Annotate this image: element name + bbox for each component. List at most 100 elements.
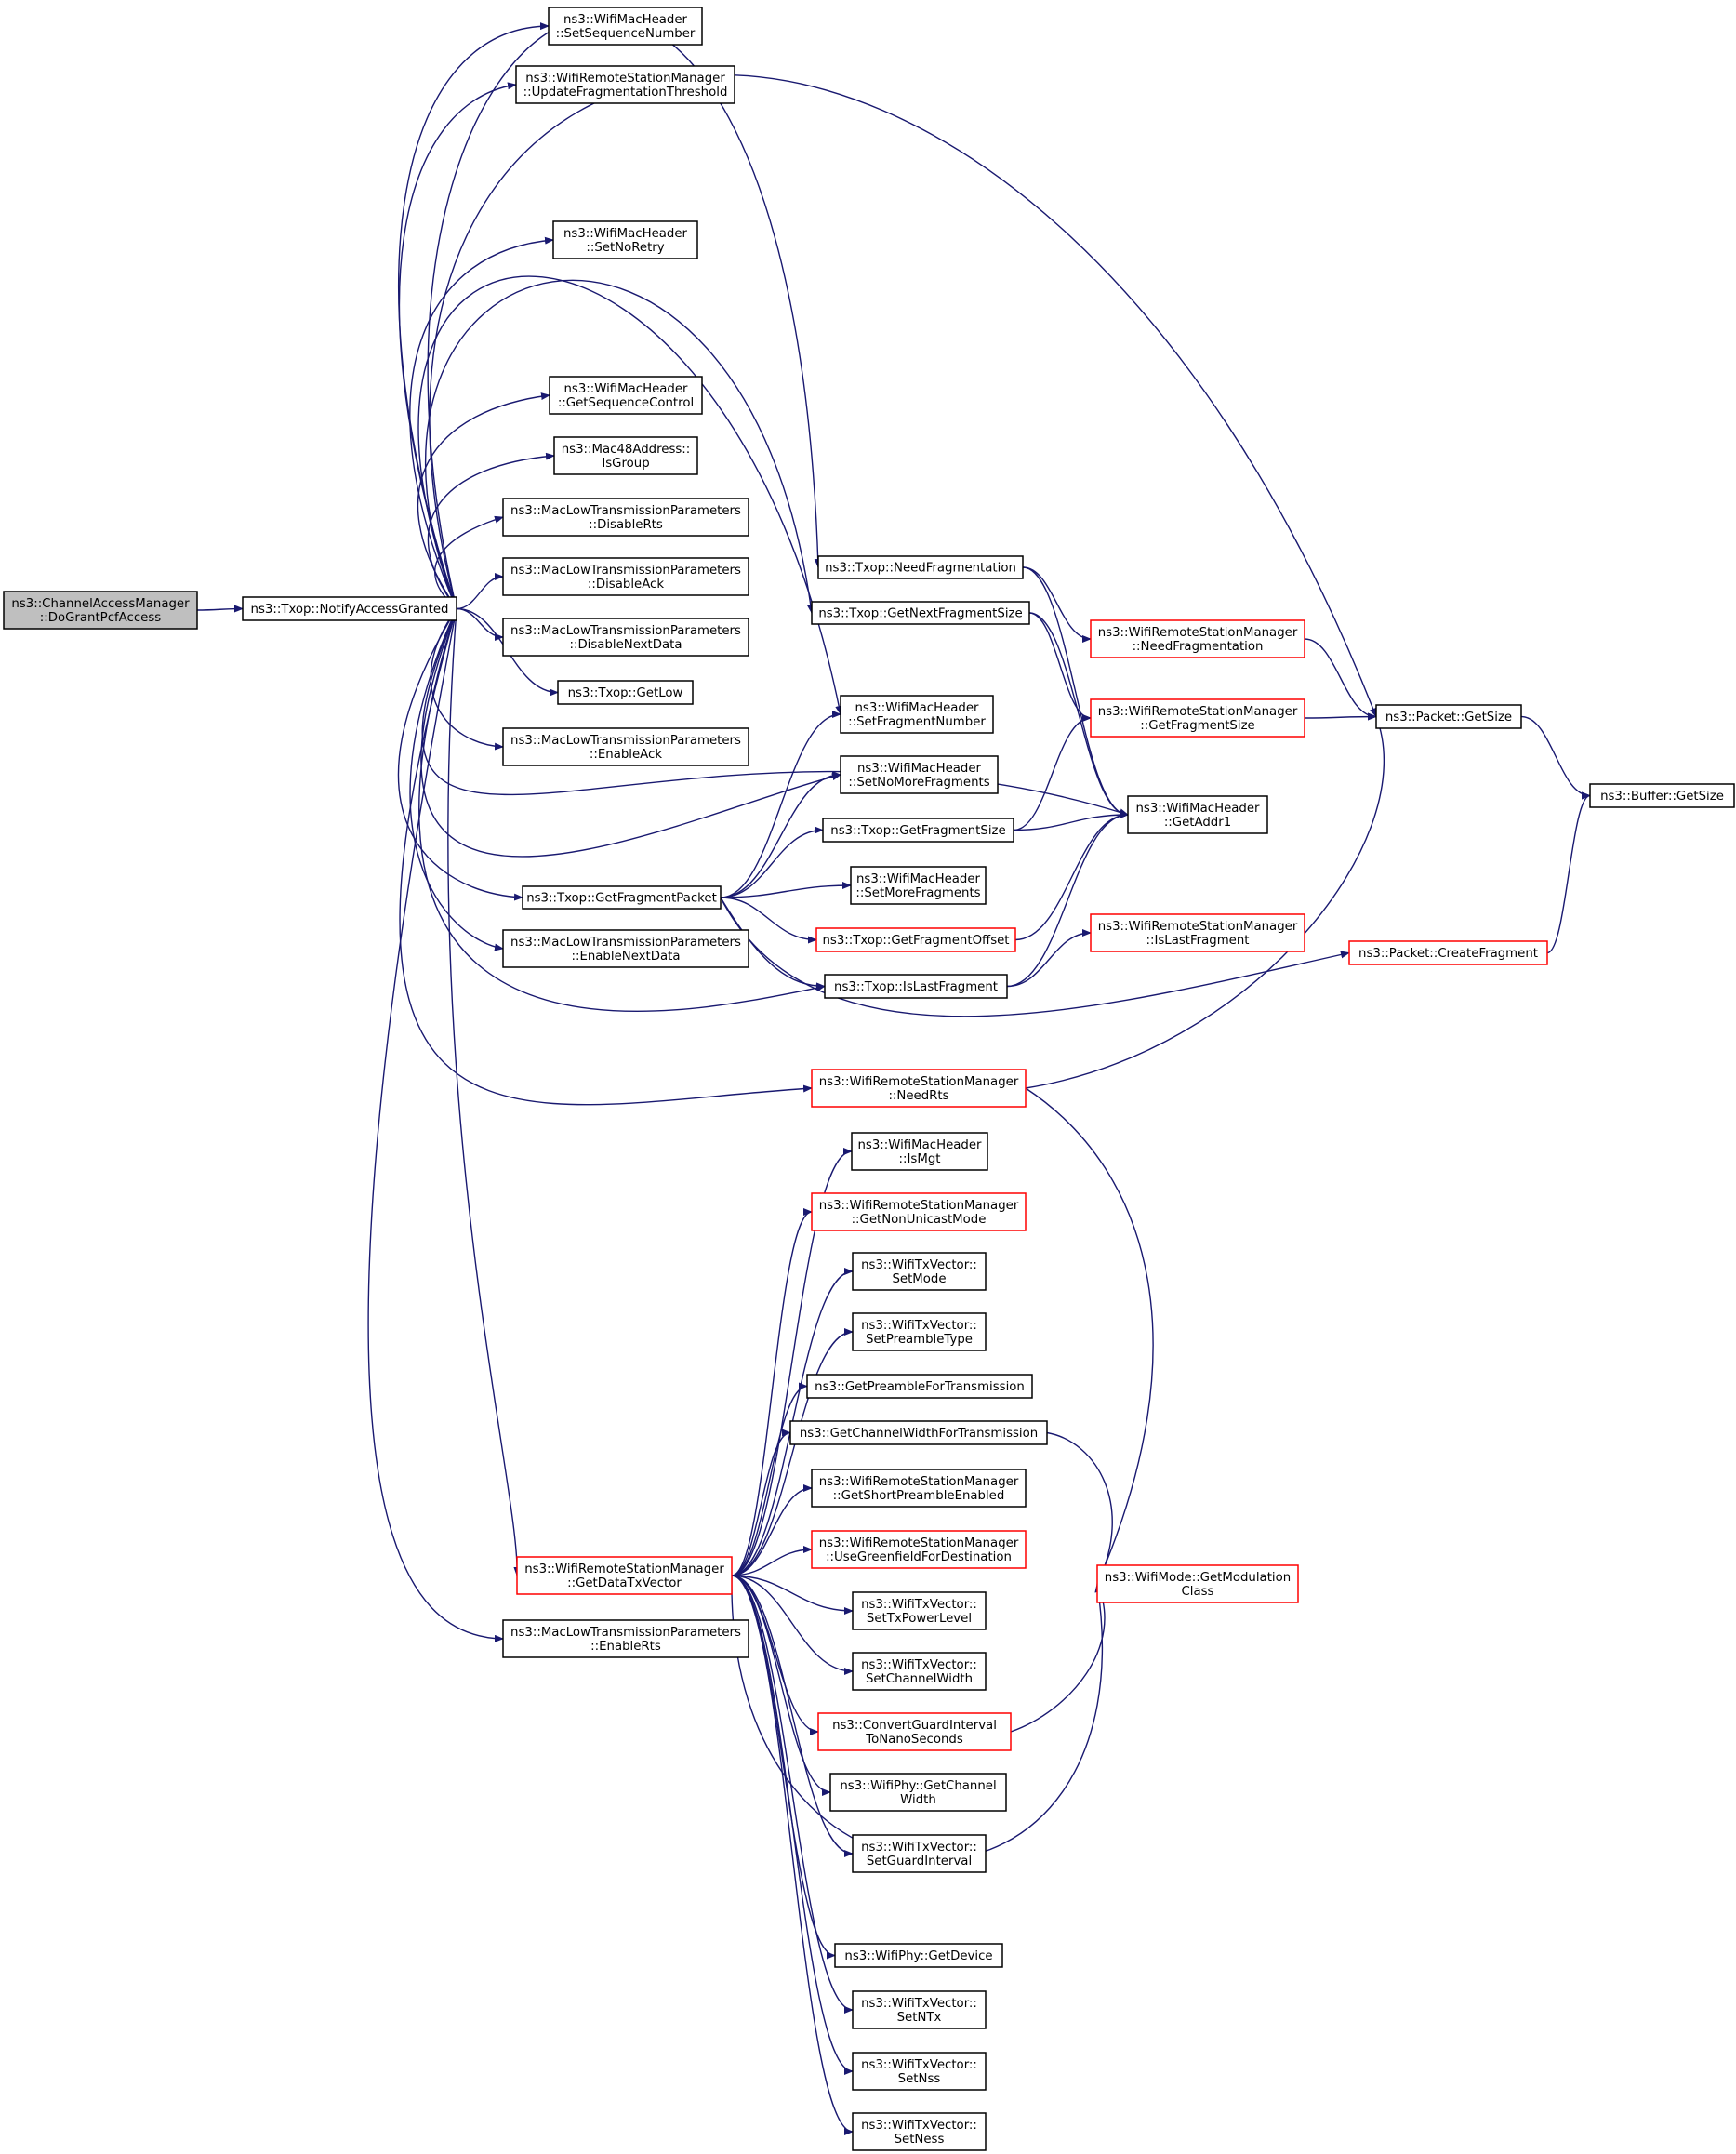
node-label-line: ::GetSequenceControl [558,396,694,410]
node-getdevice[interactable]: ns3::WifiPhy::GetDevice [834,1943,1003,1968]
node-usegreen[interactable]: ns3::WifiRemoteStationManager::UseGreenf… [811,1530,1027,1569]
node-box [242,596,457,621]
node-label-line: SetGuardInterval [867,1855,972,1868]
node-setnomore[interactable]: ns3::WifiMacHeader::SetNoMoreFragments [840,755,999,794]
node-box [852,1591,987,1630]
node-label-line: ns3::WifiMacHeader [563,227,688,241]
node-needfragtx[interactable]: ns3::Txop::NeedFragmentation [817,555,1024,579]
node-disack[interactable]: ns3::MacLowTransmissionParameters::Disab… [502,557,749,596]
node-box [1348,940,1548,965]
node-needrts[interactable]: ns3::WifiRemoteStationManager::NeedRts [811,1069,1027,1108]
node-getseqctl[interactable]: ns3::WifiMacHeader::GetSequenceControl [549,376,703,415]
node-rsmneedfrag[interactable]: ns3::WifiRemoteStationManager::NeedFragm… [1090,619,1305,658]
node-label-line: ns3::Txop::GetFragmentSize [830,824,1005,838]
node-setness[interactable]: ns3::WifiTxVector::SetNess [852,2112,987,2151]
node-label-line: ns3::WifiMacHeader [1135,802,1260,816]
edge-notify-to-getfragpkt [397,608,523,901]
node-enrts[interactable]: ns3::MacLowTransmissionParameters::Enabl… [502,1619,749,1658]
node-box [852,2112,987,2151]
edge-getfragsize-to-rsmgetfragsize [1013,714,1092,831]
edge-getchwidthtx-to-getmodclass [1046,1431,1113,1585]
node-label-line: SetChannelWidth [866,1672,973,1686]
node-getfragoff[interactable]: ns3::Txop::GetFragmentOffset [815,927,1016,952]
node-box [840,695,994,734]
edge-getfragsize-to-getaddr1 [1013,811,1129,831]
node-getpreamble[interactable]: ns3::GetPreambleForTransmission [806,1374,1033,1399]
node-setnoretry[interactable]: ns3::WifiMacHeader::SetNoRetry [552,220,698,259]
node-rsmislast[interactable]: ns3::WifiRemoteStationManager::IsLastFra… [1090,913,1305,952]
node-getfragsize[interactable]: ns3::Txop::GetFragmentSize [822,818,1014,843]
node-setchwidth[interactable]: ns3::WifiTxVector::SetChannelWidth [852,1652,987,1691]
node-label-line: ns3::WifiTxVector:: [861,1997,977,2011]
node-setpreamble[interactable]: ns3::WifiTxVector::SetPreambleType [852,1312,987,1351]
node-label-line: ns3::Txop::NotifyAccessGranted [251,603,449,617]
node-ennext[interactable]: ns3::MacLowTransmissionParameters::Enabl… [502,929,749,968]
node-isgroup[interactable]: ns3::Mac48Address::IsGroup [553,436,698,475]
node-box [840,755,999,794]
edge-getdatatx-to-setntx [731,1575,854,2014]
node-label-line: ToNanoSeconds [865,1733,963,1747]
node-setseq[interactable]: ns3::WifiMacHeader::SetSequenceNumber [548,7,703,46]
node-setntx[interactable]: ns3::WifiTxVector::SetNTx [852,1990,987,2029]
node-setnss[interactable]: ns3::WifiTxVector::SetNss [852,2052,987,2091]
edge-createfrag-to-bufgetsize [1546,791,1591,954]
node-getshort[interactable]: ns3::WifiRemoteStationManager::GetShortP… [811,1469,1027,1508]
node-label-line: ns3::WifiTxVector:: [861,1658,977,1672]
node-setmode[interactable]: ns3::WifiTxVector::SetMode [852,1252,987,1291]
node-label-line: ::SetSequenceNumber [556,27,696,41]
node-disnext[interactable]: ns3::MacLowTransmissionParameters::Disab… [502,618,749,657]
edge-getdatatx-to-phychwidth [731,1575,831,1796]
node-getnextfrag[interactable]: ns3::Txop::GetNextFragmentSize [811,601,1030,625]
node-settxpower[interactable]: ns3::WifiTxVector::SetTxPowerLevel [852,1591,987,1630]
node-box [1375,704,1522,729]
edge-getdatatx-to-getchwidthtx [731,1429,791,1576]
node-getdatatx[interactable]: ns3::WifiRemoteStationManager::GetDataTx… [516,1556,733,1595]
node-setfragnum[interactable]: ns3::WifiMacHeader::SetFragmentNumber [840,695,994,734]
node-label-line: ::SetNoRetry [586,241,664,255]
node-getaddr1[interactable]: ns3::WifiMacHeader::GetAddr1 [1127,795,1268,834]
node-box [502,498,749,537]
node-enack[interactable]: ns3::MacLowTransmissionParameters::Enabl… [502,727,749,766]
node-islast[interactable]: ns3::Txop::IsLastFragment [824,974,1008,999]
edge-getfragpkt-to-islast [720,897,826,991]
node-setgi[interactable]: ns3::WifiTxVector::SetGuardInterval [852,1834,987,1873]
edge-notify-to-enrts [367,608,504,1642]
node-label-line: ns3::MacLowTransmissionParameters [510,564,741,578]
edge-getfragpkt-to-getfragsize [720,826,824,898]
node-root[interactable]: ns3::ChannelAccessManager::DoGrantPcfAcc… [3,591,198,630]
node-label-line: ::UpdateFragmentationThreshold [523,86,728,100]
node-label-line: ::DisableRts [589,518,663,532]
node-disrts[interactable]: ns3::MacLowTransmissionParameters::Disab… [502,498,749,537]
node-createfrag[interactable]: ns3::Packet::CreateFragment [1348,940,1548,965]
node-label-line: ::IsLastFragment [1146,934,1249,948]
node-ismgt[interactable]: ns3::WifiMacHeader::IsMgt [851,1132,988,1171]
edge-getdatatx-to-setgi [731,1575,854,1857]
edge-rsmneedfrag-to-pktgetsize [1304,638,1377,721]
node-getfragpkt[interactable]: ns3::Txop::GetFragmentPacket [522,885,722,910]
node-pktgetsize[interactable]: ns3::Packet::GetSize [1375,704,1522,729]
node-label-line: ns3::WifiRemoteStationManager [525,72,725,86]
edge-getdatatx-to-setchwidth [731,1575,854,1675]
node-notify[interactable]: ns3::Txop::NotifyAccessGranted [242,596,457,621]
node-getlow[interactable]: ns3::Txop::GetLow [557,680,694,705]
node-getchwidthtx[interactable]: ns3::GetChannelWidthForTransmission [789,1420,1048,1445]
node-label-line: SetTxPowerLevel [867,1612,972,1626]
node-getnonuni[interactable]: ns3::WifiRemoteStationManager::GetNonUni… [811,1192,1027,1231]
node-box [1090,698,1305,738]
node-label-line: ::GetFragmentSize [1140,719,1254,733]
node-box [502,557,749,596]
node-box [516,1556,733,1595]
node-bufgetsize[interactable]: ns3::Buffer::GetSize [1589,783,1735,808]
call-nodes: ns3::ChannelAccessManager::DoGrantPcfAcc… [3,7,1735,2151]
node-label-line: SetNTx [897,2011,942,2025]
edge-getnextfrag-to-rsmgetfragsize [1028,612,1092,722]
node-rsmgetfragsize[interactable]: ns3::WifiRemoteStationManager::GetFragme… [1090,698,1305,738]
node-updfrag[interactable]: ns3::WifiRemoteStationManager::UpdateFra… [515,65,735,104]
node-box [852,1834,987,1873]
node-phychwidth[interactable]: ns3::WifiPhy::GetChannelWidth [829,1773,1007,1812]
node-label-line: SetNess [895,2133,945,2147]
node-label-line: SetNss [898,2072,941,2086]
node-setmore[interactable]: ns3::WifiMacHeader::SetMoreFragments [850,866,987,905]
